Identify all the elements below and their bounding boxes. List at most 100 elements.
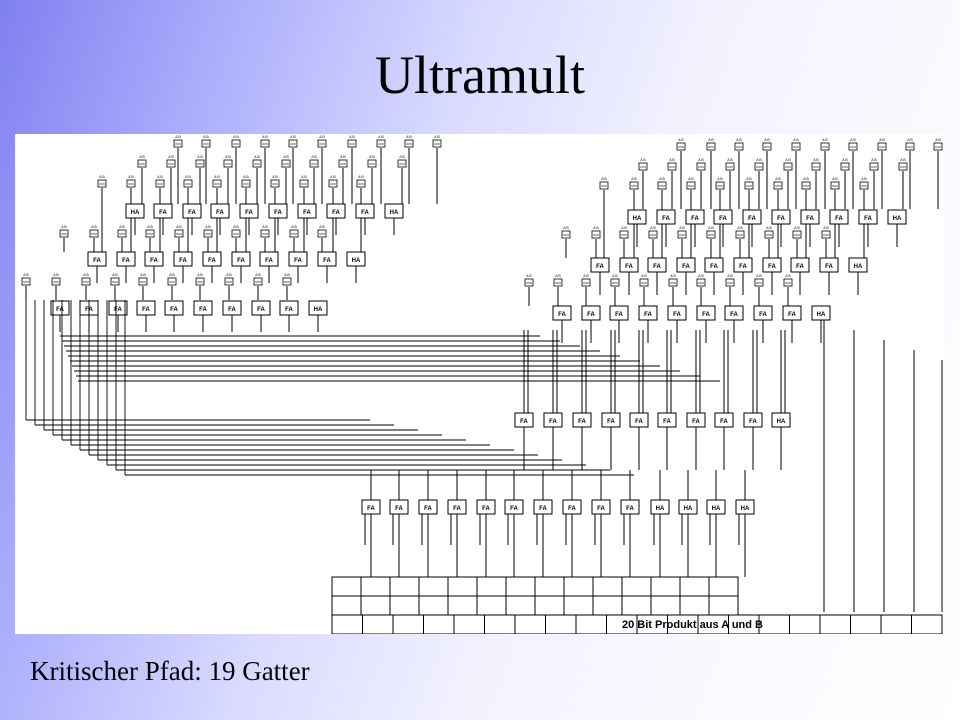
and-gate: A B — [668, 274, 678, 287]
input-tag: A B — [311, 155, 317, 159]
input-tag: A B — [175, 135, 181, 139]
and-gate-body — [840, 162, 850, 171]
and-gate-body — [725, 162, 735, 171]
adder-box — [800, 209, 820, 225]
input-tag: A B — [631, 177, 637, 181]
adder-label: HA — [712, 506, 721, 512]
output-cell — [476, 595, 507, 616]
full-adder: FA — [733, 257, 753, 273]
and-gate: A B — [840, 158, 850, 171]
input-tag: A B — [621, 226, 627, 230]
full-adder: FA — [153, 203, 173, 219]
and-gate-body — [629, 181, 639, 190]
and-gate: A B — [212, 175, 222, 188]
and-gate: A B — [253, 273, 263, 286]
adder-label: FA — [159, 210, 167, 216]
adder-label: FA — [692, 419, 700, 425]
full-adder: FA — [686, 412, 706, 428]
and-gate: A B — [629, 177, 639, 190]
and-gate: A B — [89, 225, 99, 238]
input-tag: A B — [291, 225, 297, 229]
and-gate: A B — [126, 175, 136, 188]
and-gate-body — [173, 139, 183, 148]
adder-box — [326, 203, 346, 219]
full-adder: FA — [116, 251, 136, 267]
and-gate-body — [668, 278, 678, 287]
and-gate-body — [667, 162, 677, 171]
and-gate-body — [524, 278, 534, 287]
and-gate: A B — [299, 175, 309, 188]
half-adder: HA — [811, 305, 831, 321]
full-adder: FA — [136, 300, 156, 316]
full-adder: FA — [647, 257, 667, 273]
full-adder: FA — [251, 300, 271, 316]
and-gate: A B — [288, 135, 298, 148]
and-gate-body — [762, 142, 772, 151]
input-tag: A B — [301, 175, 307, 179]
adder-box — [384, 203, 404, 219]
input-tag: A B — [340, 155, 346, 159]
input-tag: A B — [197, 155, 203, 159]
input-tag: A B — [139, 155, 145, 159]
output-cell — [708, 576, 739, 597]
and-gate: A B — [167, 273, 177, 286]
adder-label: FA — [597, 506, 605, 512]
adder-label: FA — [587, 312, 595, 318]
full-adder: FA — [657, 412, 677, 428]
and-gate-body — [783, 162, 793, 171]
and-gate-body — [231, 229, 241, 238]
and-gate-body — [201, 139, 211, 148]
and-gate-body — [754, 278, 764, 287]
output-cell — [389, 576, 420, 597]
input-tag: A B — [243, 175, 249, 179]
and-gate-body — [224, 277, 234, 286]
and-gate: A B — [764, 226, 774, 239]
and-gate-body — [791, 142, 801, 151]
and-gate-body — [905, 142, 915, 151]
and-gate: A B — [21, 273, 31, 286]
and-gate-body — [309, 159, 319, 168]
and-gate-body — [639, 278, 649, 287]
product-bit-cell — [484, 614, 516, 634]
full-adder: FA — [601, 412, 621, 428]
input-tag: A B — [358, 175, 364, 179]
adder-label: FA — [788, 312, 796, 318]
adder-label: FA — [179, 258, 187, 264]
and-gate-body — [317, 229, 327, 238]
adder-label: FA — [520, 419, 528, 425]
adder-box — [887, 209, 907, 225]
input-tag: A B — [717, 177, 723, 181]
and-gate: A B — [677, 226, 687, 239]
adder-label: FA — [635, 419, 643, 425]
half-adder: HA — [771, 412, 791, 428]
and-gate: A B — [821, 226, 831, 239]
full-adder: FA — [259, 251, 279, 267]
adder-box — [704, 257, 724, 273]
and-gate-body — [288, 139, 298, 148]
and-gate-body — [553, 278, 563, 287]
and-gate: A B — [933, 138, 943, 151]
and-gate-body — [792, 230, 802, 239]
and-gate-body — [830, 181, 840, 190]
product-bit-cell — [758, 614, 790, 634]
input-tag: A B — [727, 158, 733, 162]
input-tag: A B — [793, 138, 799, 142]
output-cell — [679, 576, 710, 597]
adder-label: FA — [285, 307, 293, 313]
and-gate-body — [848, 142, 858, 151]
input-tag: A B — [737, 226, 743, 230]
and-gate-body — [648, 230, 658, 239]
full-adder: FA — [782, 305, 802, 321]
adder-label: FA — [663, 419, 671, 425]
and-gate: A B — [696, 158, 706, 171]
adder-label: FA — [482, 506, 490, 512]
circuit-svg: A B A B A B A B A B A B A B A B A B A B A B A B A B A… — [21, 135, 943, 634]
full-adder: FA — [326, 203, 346, 219]
input-tag: A B — [756, 158, 762, 162]
and-gate: A B — [224, 273, 234, 286]
and-gate: A B — [367, 155, 377, 168]
and-gate-body — [869, 162, 879, 171]
input-tag: A B — [678, 138, 684, 142]
adder-box — [685, 209, 705, 225]
and-gate: A B — [252, 155, 262, 168]
